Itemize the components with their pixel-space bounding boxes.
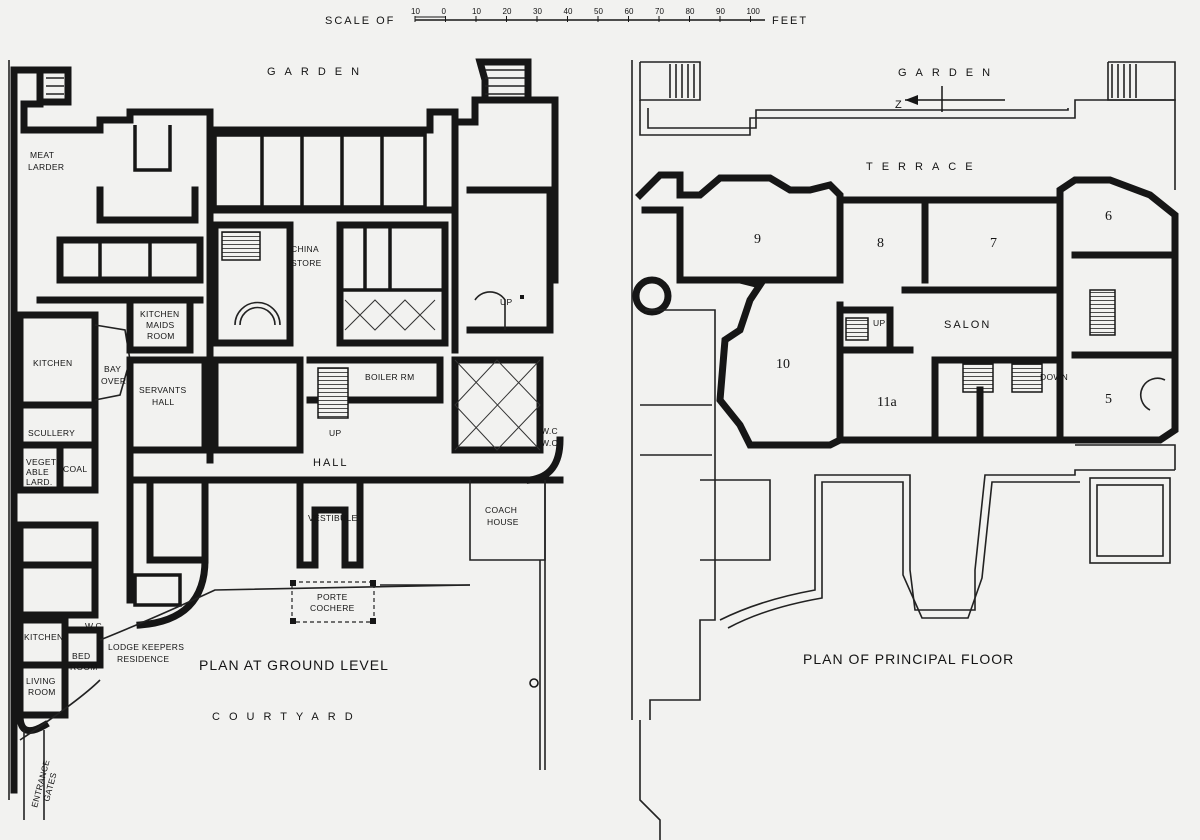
living-room-label-line1: LIVING [26,676,56,686]
bay-over-label-line1: BAY [104,364,121,374]
boiler-room-label: BOILER RM [365,372,414,382]
lodge-keepers-label-line1: LODGE KEEPERS [108,642,184,652]
scale-tick-label: 30 [533,7,542,16]
ground-plan-title: PLAN AT GROUND LEVEL [199,657,389,673]
kitchen-maids-room-label-line2: MAIDS [146,320,174,330]
vegetable-larder-label-line2: ABLE [26,467,49,477]
room-10-label: 10 [776,357,790,372]
scale-tick-label: 10 [472,7,481,16]
principal-plan-labels: GARDEN Z TERRACE 9 8 7 6 UP SALON 10 DOW… [754,67,1112,667]
principal-garden-label: GARDEN [898,67,999,79]
vegetable-larder-label-line1: VEGET [26,457,56,467]
meat-larder-label-line2: LARDER [28,162,64,172]
scullery-label: SCULLERY [28,428,75,438]
down-label: DOWN [1040,372,1068,382]
bed-room-label-line1: BED [72,651,90,661]
room-9-label: 9 [754,232,761,247]
porte-cochere-label-line2: COCHERE [310,603,355,613]
scale-tick-label: 90 [716,7,725,16]
china-store-label-line2: STORE [291,258,322,268]
ground-garden-label: GARDEN [267,66,368,78]
lodge-kitchen-label: KITCHEN [24,632,63,642]
scale-tick-label: 50 [594,7,603,16]
up-label: UP [873,318,885,328]
kitchen-maids-room-label-line3: ROOM [147,331,175,341]
bay-over-label-line2: OVER [101,376,126,386]
scale-tick-label: 80 [686,7,695,16]
principal-plan-title: PLAN OF PRINCIPAL FLOOR [803,651,1014,667]
servants-hall-label-line1: SERVANTS [139,385,186,395]
coach-house-label-line2: HOUSE [487,517,519,527]
vestibule-label: VESTIBULE [308,513,357,523]
hall-up-label: UP [329,428,341,438]
north-arrow-label: Z [895,99,904,111]
room-5-label: 5 [1105,392,1112,407]
scale-tick-label: 40 [564,7,573,16]
scale-tick-label: 100 [747,7,761,16]
kitchen-maids-room-label-line1: KITCHEN [140,309,179,319]
ground-plan-labels: GARDEN MEAT LARDER CHINA STORE KITCHEN M… [24,66,558,809]
scale-tick-label: 10 [411,7,420,16]
room-11a-label: 11a [877,395,897,410]
courtyard-label: COURTYARD [212,711,362,723]
scale-tick-label: 70 [655,7,664,16]
scale-tick-label: 20 [503,7,512,16]
principal-floor-plan [631,60,1179,840]
room-6-label: 6 [1105,209,1112,224]
scale-prefix-label: SCALE OF [325,15,395,27]
vegetable-larder-label-line3: LARD. [26,477,53,487]
salon-label: SALON [944,319,991,331]
room-7-label: 7 [990,236,997,251]
china-store-label-line1: CHINA [291,244,319,254]
meat-larder-label-line1: MEAT [30,150,54,160]
coal-label: COAL [63,464,87,474]
kitchen-label: KITCHEN [33,358,72,368]
scale-tick-label: 0 [442,7,447,16]
coach-house-label-line1: COACH [485,505,517,515]
room-8-label: 8 [877,236,884,251]
scale-suffix-label: FEET [772,15,808,27]
bed-room-label-line2: ROOM [70,662,98,672]
porte-cochere-label-line1: PORTE [317,592,348,602]
terrace-label: TERRACE [866,161,982,173]
hall-label: HALL [313,457,349,469]
ground-level-plan [8,58,564,820]
servants-hall-label-line2: HALL [152,397,174,407]
stair-up-label: UP [500,297,512,307]
wc-label-1: W.C [541,426,558,436]
lodge-wc-label: W.C [85,621,102,631]
living-room-label-line2: ROOM [28,687,56,697]
wc-label-2: W.C [541,438,558,448]
scale-tick-label: 60 [625,7,634,16]
lodge-keepers-label-line2: RESIDENCE [117,654,169,664]
